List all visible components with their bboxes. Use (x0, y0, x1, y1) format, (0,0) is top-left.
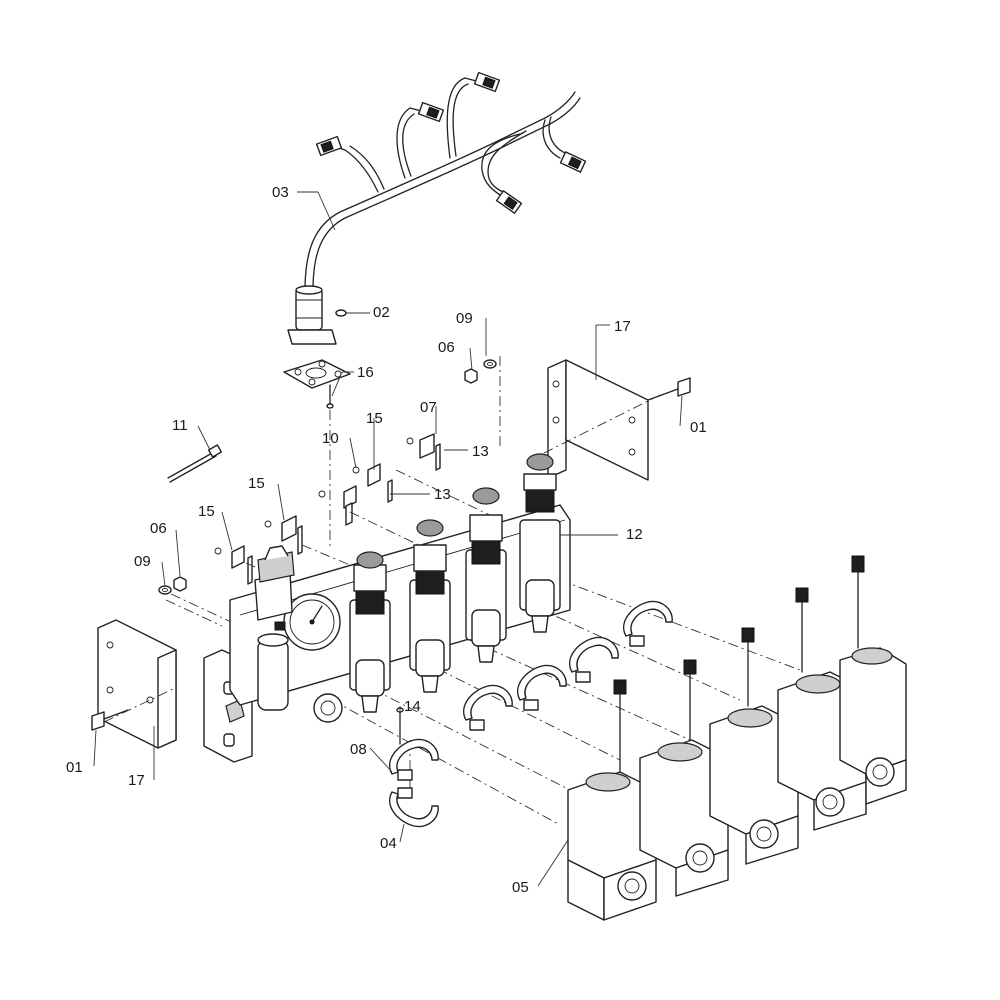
callout-07: 07 (420, 399, 437, 416)
clamp-ring (517, 664, 567, 711)
callout-08: 08 (350, 741, 367, 758)
harness-connector (473, 71, 501, 93)
clamp-ring (389, 738, 439, 828)
valve-section (465, 487, 507, 663)
cable-tie (167, 444, 223, 483)
callout-14: 14 (404, 698, 421, 715)
harness-connector (495, 190, 523, 214)
callout-labels: 01 01 02 03 04 05 06 06 07 08 09 09 10 1… (66, 184, 707, 896)
filter-regulator (254, 545, 295, 711)
callout-05: 05 (512, 879, 529, 896)
callout-17-left: 17 (128, 772, 145, 789)
clamp-ring (463, 684, 513, 731)
wiring-harness (287, 71, 587, 345)
valve-manifold (229, 453, 571, 723)
callout-10: 10 (322, 430, 339, 447)
clip-part-15-b (264, 515, 303, 555)
clamp-ring (569, 636, 619, 683)
callout-16: 16 (357, 364, 374, 381)
bracket-right (547, 359, 649, 481)
clip-part-07 (406, 433, 441, 471)
nut-part-06-left (173, 576, 187, 592)
leader-lines (93, 191, 683, 887)
valve-actuator (567, 679, 657, 921)
bolt-part-01-left (91, 709, 129, 731)
screw-part-16 (326, 384, 334, 409)
clamp-ring (623, 600, 673, 647)
clip-part-15-a (214, 545, 253, 585)
outlet-fitting (313, 693, 343, 723)
callout-06-left: 06 (150, 520, 167, 537)
washer-part-02 (335, 309, 347, 317)
valve-actuator (709, 627, 799, 865)
clip-part-15-c (352, 463, 393, 503)
callout-11: 11 (172, 417, 188, 434)
callout-02: 02 (373, 304, 390, 321)
valve-section (409, 519, 451, 693)
callout-04: 04 (380, 835, 397, 852)
callout-13-lower: 13 (434, 486, 451, 503)
pressure-gauge (283, 593, 341, 651)
harness-connector (417, 101, 445, 123)
nut-part-06-top (464, 368, 478, 384)
valve-section (519, 453, 561, 633)
callout-15-right: 15 (366, 410, 383, 427)
callout-01-left: 01 (66, 759, 83, 776)
callout-03: 03 (272, 184, 289, 201)
callout-01-right: 01 (690, 419, 707, 436)
callout-12: 12 (626, 526, 643, 543)
mounting-gasket (283, 359, 351, 389)
callout-13-upper: 13 (472, 443, 489, 460)
callout-06-top: 06 (438, 339, 455, 356)
valve-actuator (839, 555, 907, 805)
harness-connector (559, 151, 587, 173)
bolt-part-01-right (647, 377, 691, 401)
callout-15-mid: 15 (248, 475, 265, 492)
callout-15-left: 15 (198, 503, 215, 520)
clip-part-13-a (318, 485, 357, 526)
harness-main-plug (287, 285, 337, 345)
callout-09-top: 09 (456, 310, 473, 327)
callout-09-left: 09 (134, 553, 151, 570)
washer-part-09-left (158, 585, 172, 595)
valve-section (349, 551, 391, 713)
callout-17-right: 17 (614, 318, 631, 335)
valve-actuator (639, 659, 729, 897)
washer-part-09-top (483, 359, 497, 369)
bracket-left (97, 619, 177, 749)
harness-connector (315, 135, 343, 157)
